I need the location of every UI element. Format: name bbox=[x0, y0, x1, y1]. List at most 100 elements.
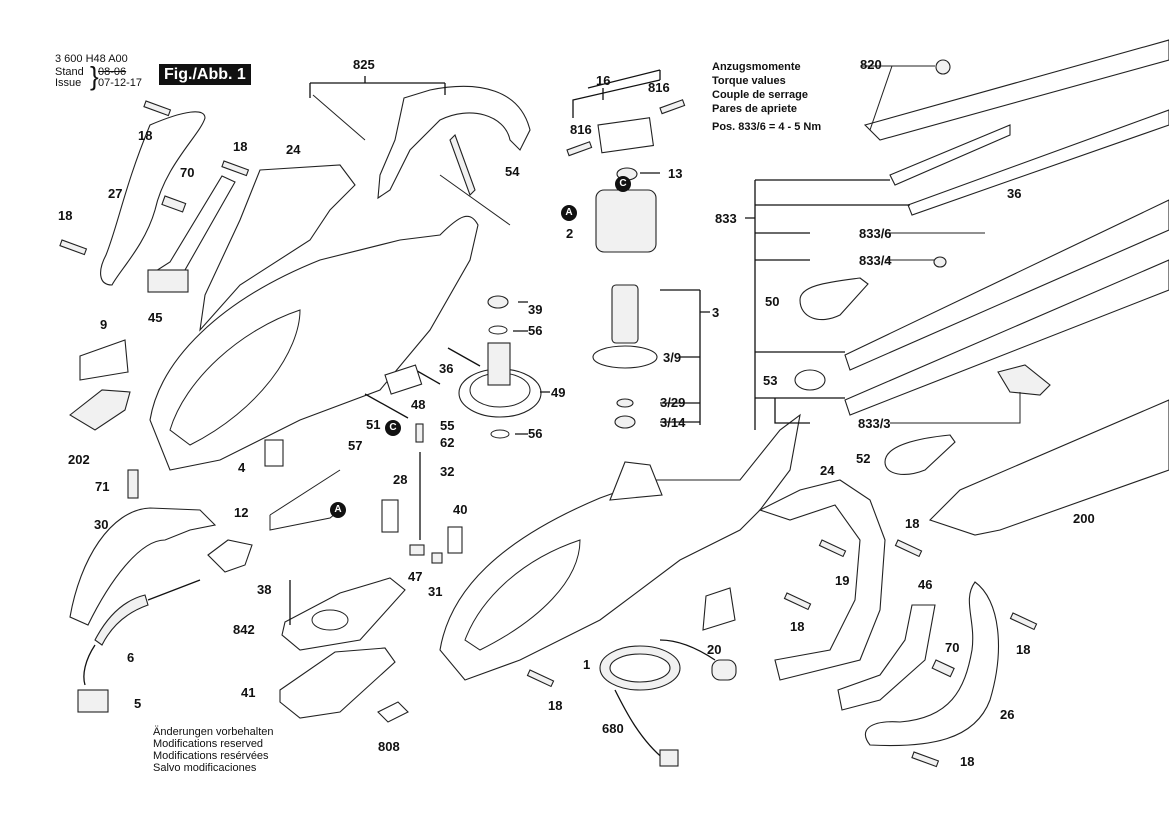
plate-part-842 bbox=[281, 577, 406, 651]
extension-cable-part-680 bbox=[599, 639, 737, 767]
housing-half-left bbox=[149, 215, 479, 471]
part-label-53: 53 bbox=[763, 373, 778, 388]
part-label-2: 2 bbox=[566, 226, 574, 241]
part-label-38: 38 bbox=[257, 582, 272, 597]
part-label-1: 1 bbox=[583, 657, 591, 672]
retaining-ring-part-53 bbox=[794, 369, 826, 391]
grip-part-46 bbox=[837, 604, 936, 711]
callout-a: A bbox=[561, 205, 577, 221]
part-label-40: 40 bbox=[453, 502, 468, 517]
guard-ring-part-52 bbox=[884, 434, 956, 475]
plate-part-48 bbox=[384, 364, 423, 395]
part-label-49: 49 bbox=[551, 385, 566, 400]
part-label-18: 18 bbox=[1016, 642, 1031, 657]
cable-sleeve-part-6 bbox=[94, 594, 149, 646]
part-label-46: 46 bbox=[918, 577, 933, 592]
part-label-52: 52 bbox=[856, 451, 871, 466]
part-label-3-29: 3/29 bbox=[660, 395, 686, 410]
footer-line: Modifications reserved bbox=[153, 738, 264, 750]
figure-label: Fig./Abb. 1 bbox=[159, 64, 251, 85]
callout-c: C bbox=[615, 176, 631, 192]
cap-part-202 bbox=[69, 389, 131, 431]
label-part-9 bbox=[79, 339, 129, 381]
part-label-18: 18 bbox=[233, 139, 248, 154]
armature-part-3 bbox=[592, 284, 658, 429]
part-label-47: 47 bbox=[408, 569, 423, 584]
part-label-28: 28 bbox=[393, 472, 408, 487]
torque-line: Torque values bbox=[712, 75, 786, 87]
part-label-45: 45 bbox=[148, 310, 163, 325]
part-label-41: 41 bbox=[241, 685, 256, 700]
part-label-71: 71 bbox=[95, 479, 110, 494]
screw-part-18 bbox=[1009, 612, 1038, 631]
part-label-50: 50 bbox=[765, 294, 780, 309]
screw-part-18 bbox=[526, 669, 555, 688]
part-label-808: 808 bbox=[378, 739, 400, 754]
part-label-202: 202 bbox=[68, 452, 90, 467]
cable-clamp-part-12 bbox=[207, 539, 253, 573]
part-label-833-6: 833/6 bbox=[859, 226, 892, 241]
part-label-56: 56 bbox=[528, 426, 543, 441]
guard-part-24 bbox=[199, 164, 356, 332]
issue-label: Issue bbox=[55, 77, 82, 89]
rear-handle-cover-part-27 bbox=[100, 111, 206, 286]
part-label-5: 5 bbox=[134, 696, 142, 711]
blade-assembly-part-833 bbox=[844, 39, 1169, 416]
plug-part-5 bbox=[77, 689, 109, 713]
part-label-816: 816 bbox=[648, 80, 670, 95]
part-label-56: 56 bbox=[528, 323, 543, 338]
switch-part-4 bbox=[264, 439, 284, 467]
spring-part-70 bbox=[161, 195, 187, 213]
part-label-32: 32 bbox=[440, 464, 455, 479]
part-label-18: 18 bbox=[960, 754, 975, 769]
cover-part-40 bbox=[447, 526, 463, 554]
part-label-18: 18 bbox=[548, 698, 563, 713]
part-label-200: 200 bbox=[1073, 511, 1095, 526]
label-part-20 bbox=[702, 587, 736, 631]
part-label-12: 12 bbox=[234, 505, 249, 520]
part-label-833-3: 833/3 bbox=[858, 416, 891, 431]
part-label-39: 39 bbox=[528, 302, 543, 317]
carbon-brush-part-816 bbox=[659, 99, 686, 115]
document-code: 3 600 H48 A00 bbox=[55, 53, 128, 65]
blade-sheath-part-200 bbox=[928, 399, 1169, 536]
blade-guide-part-833-3 bbox=[997, 364, 1051, 396]
lever-part-47 bbox=[409, 544, 425, 556]
screw-part-18 bbox=[783, 592, 812, 611]
issue-date: 07-12-17 bbox=[98, 77, 143, 89]
torque-spec: Pos. 833/6 = 4 - 5 Nm bbox=[712, 121, 822, 133]
part-label-3-14: 3/14 bbox=[660, 415, 686, 430]
label-part-808 bbox=[377, 701, 409, 723]
part-label-48: 48 bbox=[411, 397, 426, 412]
part-label-24: 24 bbox=[820, 463, 835, 478]
part-label-30: 30 bbox=[94, 517, 109, 532]
part-label-70: 70 bbox=[945, 640, 960, 655]
carbon-brush-part-816 bbox=[566, 141, 593, 157]
spring-part-71 bbox=[127, 469, 139, 499]
part-label-27: 27 bbox=[108, 186, 123, 201]
cam-part-31 bbox=[431, 552, 443, 564]
part-label-9: 9 bbox=[100, 317, 108, 332]
guard-part-24-right bbox=[758, 479, 886, 681]
part-label-55: 55 bbox=[440, 418, 455, 433]
part-label-26: 26 bbox=[1000, 707, 1015, 722]
part-label-31: 31 bbox=[428, 584, 443, 599]
callout-c: C bbox=[385, 420, 401, 436]
part-label-816: 816 bbox=[570, 122, 592, 137]
stand-label: Stand bbox=[55, 66, 84, 78]
part-label-842: 842 bbox=[233, 622, 255, 637]
torque-note: Anzugsmomente Torque values Couple de se… bbox=[712, 60, 821, 134]
part-label-36: 36 bbox=[439, 361, 454, 376]
callout-a: A bbox=[330, 502, 346, 518]
part-label-54: 54 bbox=[505, 164, 520, 179]
screw-part-18 bbox=[894, 539, 923, 558]
guard-part-26 bbox=[864, 581, 999, 747]
field-coil-part-2 bbox=[595, 189, 657, 253]
part-label-16: 16 bbox=[596, 73, 611, 88]
base-cover-part-41 bbox=[279, 647, 396, 719]
part-label-6: 6 bbox=[127, 650, 135, 665]
part-label-57: 57 bbox=[348, 438, 363, 453]
brace-glyph: } bbox=[90, 61, 99, 91]
part-label-833-4: 833/4 bbox=[859, 253, 892, 268]
part-label-62: 62 bbox=[440, 435, 455, 450]
